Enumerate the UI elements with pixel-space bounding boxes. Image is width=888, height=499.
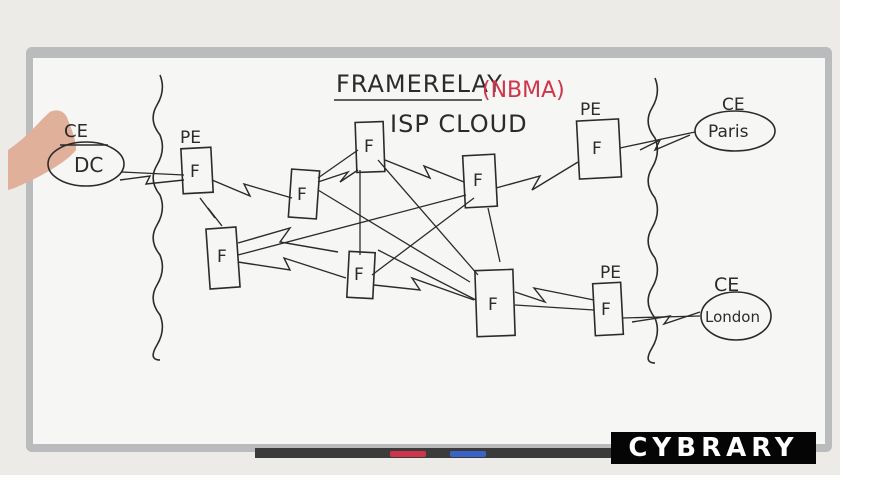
vc-f2-f3 — [237, 226, 339, 253]
switch-f2 — [205, 226, 241, 290]
switch-letter: F — [364, 137, 374, 157]
board-title-paren: (NBMA) — [482, 78, 565, 103]
link-dc-pe — [121, 171, 185, 176]
dc-label: DC — [74, 153, 103, 177]
frame-relay-switches — [180, 118, 625, 338]
paris-ce-label: CE — [722, 95, 745, 115]
board-title: FRAMERELAY — [336, 70, 503, 98]
link-mesh — [371, 197, 475, 276]
cybrary-logo-text: CYBRARY — [628, 433, 799, 463]
vc-london — [631, 311, 701, 326]
isp-cloud-label: ISP CLOUD — [390, 110, 528, 138]
switch-letter: F — [190, 162, 200, 182]
switch-letter: F — [592, 139, 602, 159]
switch-letter: F — [354, 265, 364, 285]
pe-switch-left — [180, 146, 215, 195]
switch-letter: F — [217, 247, 227, 267]
cybrary-logo: CYBRARY — [611, 432, 816, 464]
switch-fcenter — [345, 250, 377, 300]
london-label: London — [705, 308, 760, 326]
vc-pe1-f — [211, 179, 293, 199]
vc-pe1-f2 — [199, 197, 223, 227]
switch-letter: F — [473, 171, 483, 191]
link-mesh — [317, 189, 471, 283]
pe-label-paris: PE — [580, 100, 601, 120]
pe-switch-london — [591, 281, 625, 337]
vc-ftop-fmid — [384, 159, 465, 183]
link-mesh — [487, 207, 501, 263]
paris-label: Paris — [708, 122, 749, 142]
london-ce-label: CE — [714, 274, 739, 296]
switch-letter: F — [601, 300, 611, 320]
board-surface — [33, 58, 825, 444]
blue-marker — [450, 451, 486, 457]
vc-dc — [119, 175, 185, 185]
link-pe-paris — [619, 131, 696, 149]
vc-fc-fr — [373, 276, 475, 301]
vc-fbot-pe — [514, 286, 595, 304]
london-site-ellipse — [700, 291, 772, 341]
pe-label-london: PE — [600, 263, 621, 283]
switch-letter: F — [297, 185, 307, 205]
vc-f3-ftop — [317, 169, 359, 183]
link-mesh — [237, 194, 467, 256]
pe-switch-paris — [575, 118, 623, 180]
link-mesh — [514, 304, 595, 311]
vc-paris — [639, 134, 691, 152]
presenter-hand — [8, 110, 76, 190]
vc-fr-pe — [495, 161, 579, 191]
link-mesh — [377, 159, 479, 276]
switch-ftop — [354, 120, 386, 174]
switch-letter: F — [488, 295, 498, 315]
link-mesh — [317, 149, 359, 179]
red-marker — [390, 451, 426, 457]
left-ce-label: CE — [64, 121, 88, 142]
dc-site-ellipse — [47, 141, 125, 187]
pe-label-left: PE — [180, 128, 201, 148]
link-mesh — [377, 249, 477, 301]
switch-f3 — [287, 168, 321, 220]
paris-site-ellipse — [694, 110, 776, 152]
switch-fright — [461, 153, 499, 209]
switch-fbottom — [474, 268, 516, 338]
virtual-circuits — [119, 134, 701, 326]
left-boundary-line — [152, 74, 164, 361]
vc-f2-fmid — [237, 256, 347, 279]
right-boundary-line — [647, 77, 659, 364]
marker-tray — [255, 448, 625, 458]
